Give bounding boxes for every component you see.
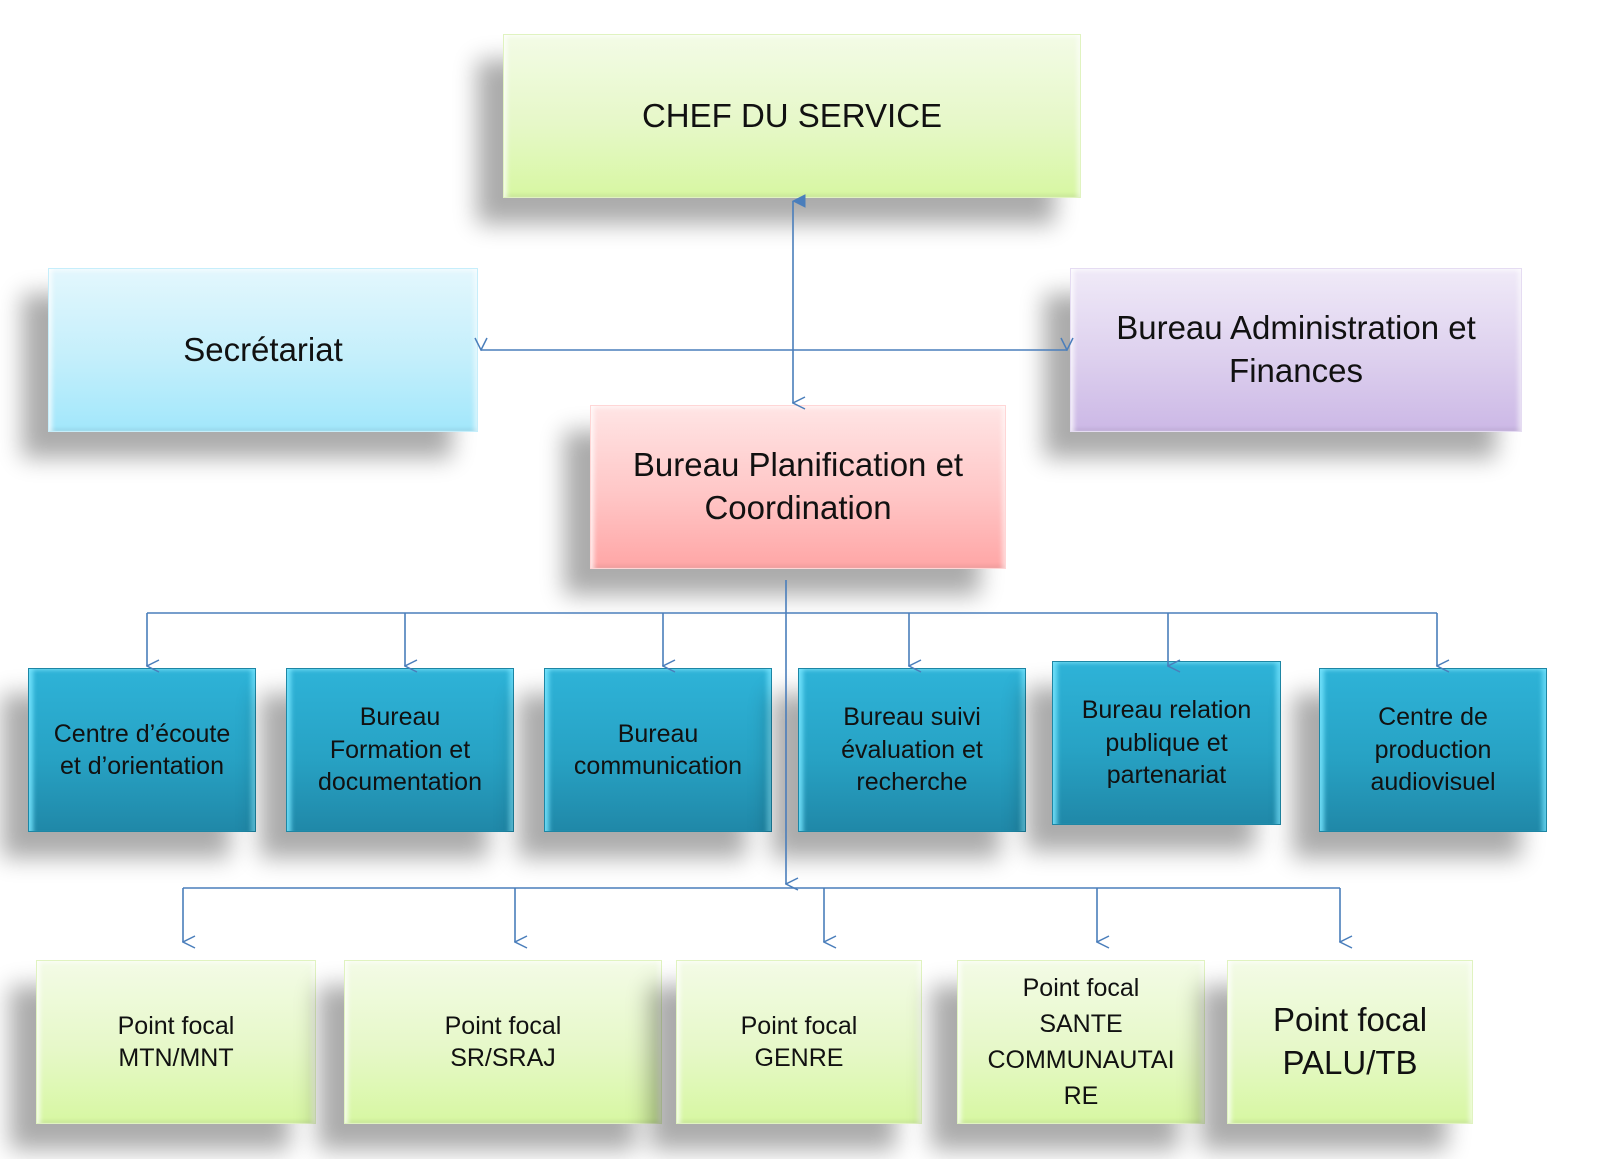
bureau-box-suivi-evaluation-recherche: Bureau suivi évaluation et recherche [798,668,1026,832]
secretariat-box: Secrétariat [48,268,478,432]
bureau-box-relation-publique-partenariat: Bureau relation publique et partenariat [1052,661,1281,825]
focal-label-line: SANTE [1039,1009,1123,1038]
focal-label-line: PALU/TB [1282,1044,1418,1081]
bureau-admin-label-line2: Finances [1229,352,1363,389]
focal-label-line: Point focal [740,1011,858,1040]
focal-label-line: Point focal [1022,973,1140,1002]
bureau-label-line: Centre de [1378,703,1488,732]
bureau-label-line: production [1374,735,1492,764]
chef-du-service-label: CHEF DU SERVICE [641,96,943,134]
secretariat-label: Secrétariat [183,330,343,368]
focal-label-line: SR/SRAJ [450,1044,556,1072]
bureau-label-line: audiovisuel [1370,768,1496,797]
chef-du-service-box: CHEF DU SERVICE [503,34,1081,198]
focal-label-line: GENRE [754,1044,844,1072]
bureau-label-line: Centre d’écoute [53,719,231,748]
bureau-planif-label-line2: Coordination [704,489,892,526]
focal-point-box-palu-tb: Point focal PALU/TB [1227,960,1473,1124]
bureau-label-line: documentation [317,768,482,797]
focal-point-box-sr-sraj: Point focal SR/SRAJ [344,960,662,1124]
bureau-box-formation-documentation: Bureau Formation et documentation [286,668,514,832]
focal-label-line: MTN/MNT [118,1044,234,1072]
focal-point-box-genre: Point focal GENRE [676,960,922,1124]
focal-label-line: Point focal [117,1011,235,1040]
bureau-planification-coordination-box: Bureau Planification et Coordination [590,405,1006,569]
focal-label-line: Point focal [1272,1001,1428,1039]
bureau-box-communication: Bureau communication [544,668,772,832]
bureau-label-line: communication [573,752,743,780]
bureau-label-line: publique et [1105,728,1228,757]
bureau-label-line: partenariat [1106,761,1227,790]
bureau-label-line: évaluation et [841,735,983,764]
focal-point-box-sante-communautaire: Point focal SANTE COMMUNAUTAI RE [957,960,1205,1124]
bureau-planif-label-line1: Bureau Planification et [632,446,964,484]
focal-label-line: Point focal [444,1011,562,1040]
focal-label-line: RE [1063,1082,1099,1111]
bureau-label-line: Bureau [359,703,441,732]
bureau-box-centre-ecoute: Centre d’écoute et d’orientation [28,668,256,832]
bureau-label-line: et d’orientation [59,752,224,780]
bureau-label-line: recherche [856,768,968,797]
bureau-box-production-audiovisuel: Centre de production audiovisuel [1319,668,1547,832]
bureau-label-line: Formation et [329,735,471,764]
bureau-label-line: Bureau relation [1081,696,1252,725]
bureau-label-line: Bureau suivi [843,703,981,732]
bureau-label-line: Bureau [617,719,699,748]
focal-point-box-mtn-mnt: Point focal MTN/MNT [36,960,316,1124]
bureau-admin-label-line1: Bureau Administration et [1116,309,1476,347]
focal-label-line: COMMUNAUTAI [987,1046,1175,1074]
bureau-administration-finances-box: Bureau Administration et Finances [1070,268,1522,432]
